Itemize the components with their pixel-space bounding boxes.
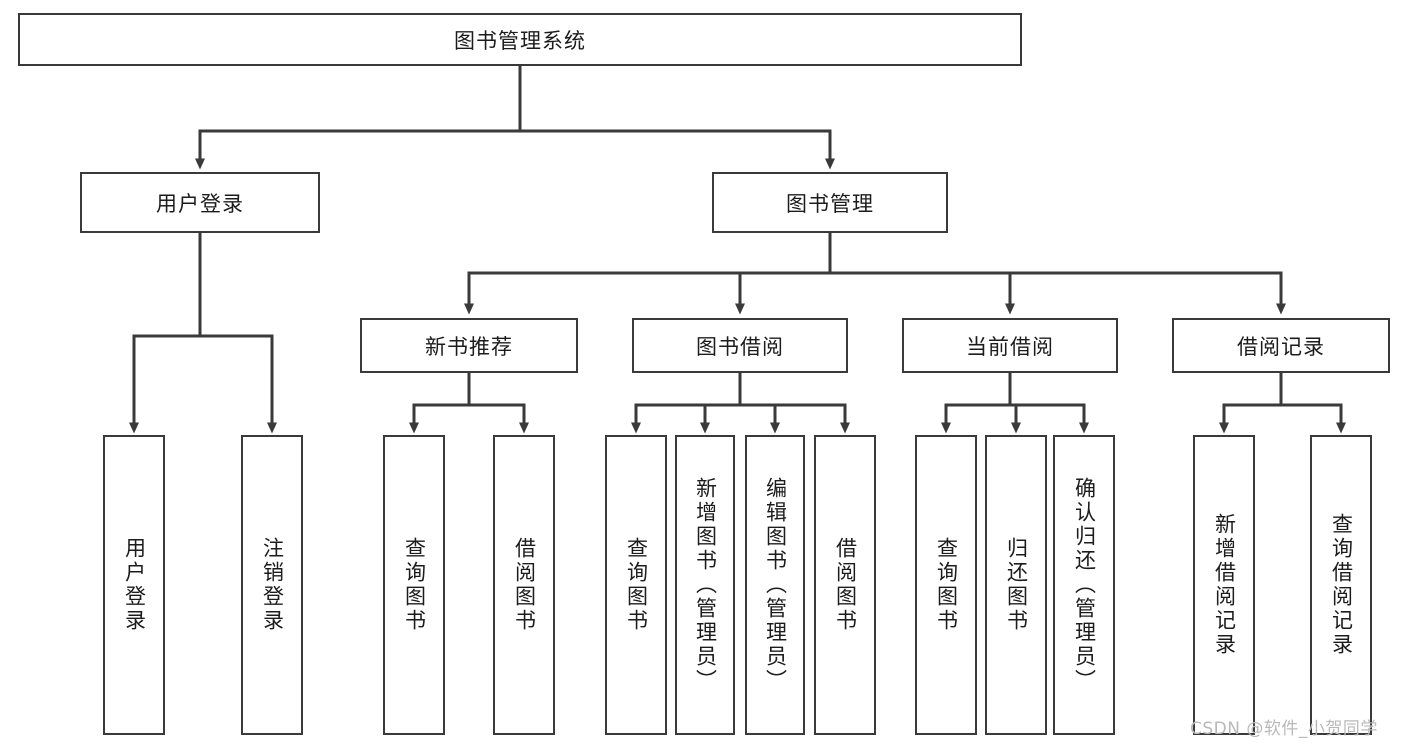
leaf-user-login-label: 用户登录 [122, 537, 147, 633]
leaf-borrow-book-2-label: 借阅图书 [833, 537, 858, 633]
leaf-edit-book[interactable]: 编辑图书（管理员） [745, 435, 805, 735]
leaf-borrow-book-2[interactable]: 借阅图书 [814, 435, 876, 735]
leaf-query-record-label: 查询借阅记录 [1329, 513, 1354, 657]
leaf-query-book-3[interactable]: 查询图书 [915, 435, 977, 735]
leaf-user-login[interactable]: 用户登录 [103, 435, 165, 735]
watermark: CSDN @软件_小贺同学 [1190, 719, 1378, 739]
node-root[interactable]: 图书管理系统 [18, 13, 1022, 66]
node-borrow-record-label: 借阅记录 [1237, 334, 1325, 359]
leaf-add-book-label: 新增图书（管理员） [693, 477, 718, 693]
leaf-borrow-book-1[interactable]: 借阅图书 [493, 435, 555, 735]
node-borrow-record[interactable]: 借阅记录 [1172, 318, 1390, 373]
leaf-confirm-return-label: 确认归还（管理员） [1072, 477, 1097, 693]
node-book-manage[interactable]: 图书管理 [712, 172, 948, 233]
leaf-logout-label: 注销登录 [260, 537, 285, 633]
node-root-label: 图书管理系统 [454, 28, 586, 53]
leaf-query-book-2[interactable]: 查询图书 [605, 435, 667, 735]
node-new-book-rec-label: 新书推荐 [425, 334, 513, 359]
leaf-add-record-label: 新增借阅记录 [1212, 513, 1237, 657]
leaf-query-book-3-label: 查询图书 [934, 537, 959, 633]
leaf-query-book-1[interactable]: 查询图书 [383, 435, 445, 735]
leaf-query-book-1-label: 查询图书 [402, 537, 427, 633]
node-book-borrow-label: 图书借阅 [696, 334, 784, 359]
node-new-book-rec[interactable]: 新书推荐 [360, 318, 578, 373]
leaf-borrow-book-1-label: 借阅图书 [512, 537, 537, 633]
leaf-add-record[interactable]: 新增借阅记录 [1193, 435, 1255, 735]
node-book-manage-label: 图书管理 [786, 191, 874, 216]
leaf-query-record[interactable]: 查询借阅记录 [1310, 435, 1372, 735]
node-user-login-label: 用户登录 [156, 191, 244, 216]
node-current-borrow-label: 当前借阅 [966, 334, 1054, 359]
leaf-logout[interactable]: 注销登录 [241, 435, 303, 735]
leaf-query-book-2-label: 查询图书 [624, 537, 649, 633]
leaf-return-book[interactable]: 归还图书 [985, 435, 1047, 735]
leaf-confirm-return[interactable]: 确认归还（管理员） [1053, 435, 1115, 735]
node-current-borrow[interactable]: 当前借阅 [902, 318, 1118, 373]
node-book-borrow[interactable]: 图书借阅 [632, 318, 848, 373]
node-user-login[interactable]: 用户登录 [80, 172, 320, 233]
leaf-add-book[interactable]: 新增图书（管理员） [675, 435, 735, 735]
leaf-edit-book-label: 编辑图书（管理员） [763, 477, 788, 693]
leaf-return-book-label: 归还图书 [1004, 537, 1029, 633]
